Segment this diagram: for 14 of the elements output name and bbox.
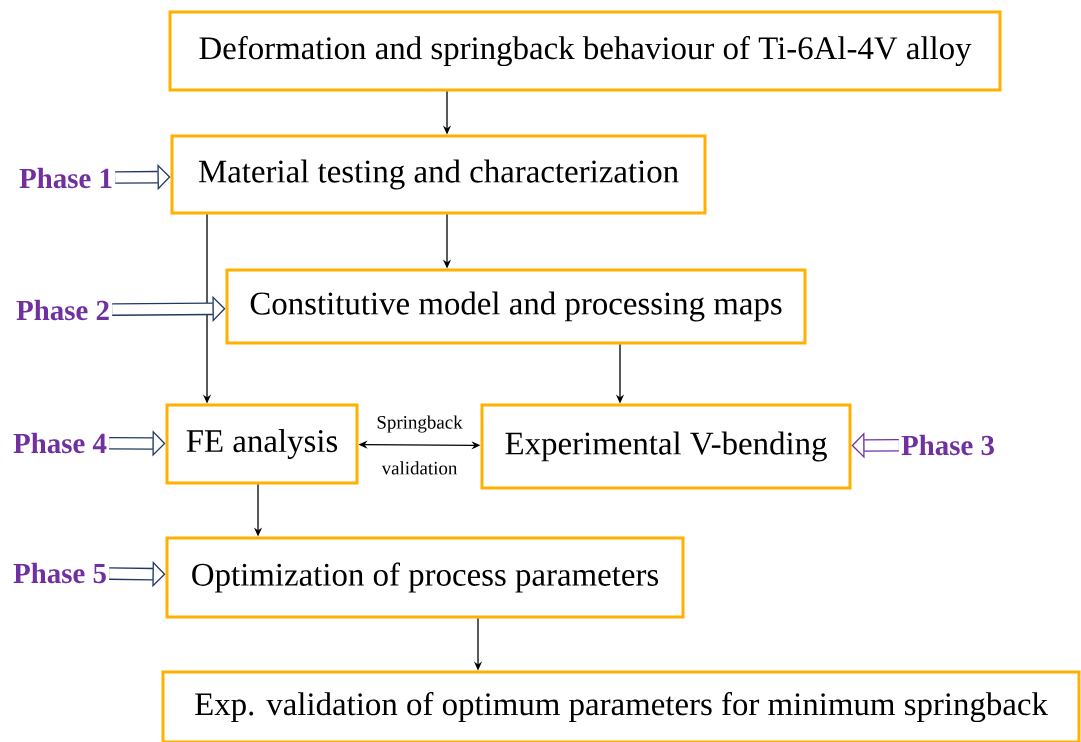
process-box: Deformation and springback behaviour of Ti-6Al-4V alloy bbox=[168, 10, 1002, 92]
phase-label: Phase 3 bbox=[901, 434, 994, 456]
phase-label: Phase 1 bbox=[19, 167, 112, 189]
process-box: Experimental V-bending bbox=[480, 403, 852, 490]
process-box: Optimization of process parameters bbox=[165, 536, 685, 619]
process-box: Exp. validation of optimum parameters for minimum springback bbox=[161, 670, 1081, 742]
block-arrow bbox=[112, 295, 226, 322]
process-box: FE analysis bbox=[165, 403, 359, 485]
process-box: Constitutive model and processing maps bbox=[225, 268, 807, 345]
edge-label: Springback validation bbox=[377, 415, 463, 475]
phase-label: Phase 2 bbox=[16, 299, 109, 321]
process-box: Material testing and characterization bbox=[170, 134, 707, 215]
phase-label: Phase 5 bbox=[13, 562, 106, 584]
phase-label: Phase 4 bbox=[13, 432, 107, 454]
